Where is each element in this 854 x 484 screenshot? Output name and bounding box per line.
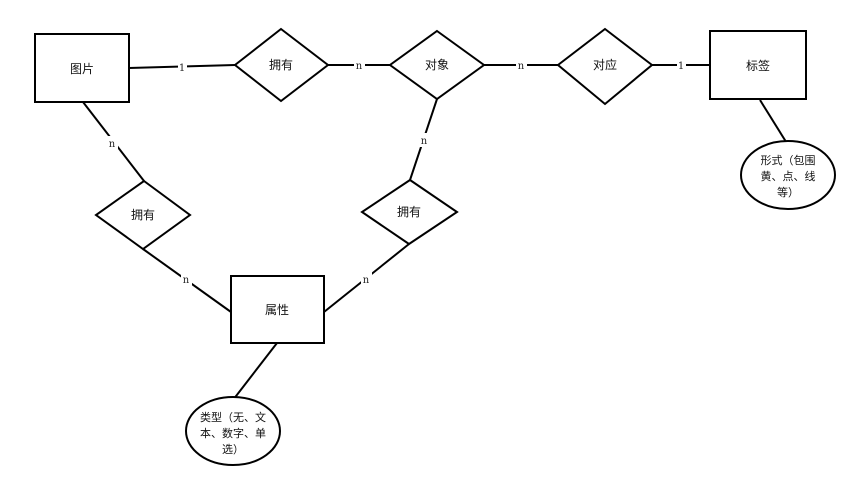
cardinality-corresponds-tag: 1	[678, 61, 684, 72]
cardinality-picture-owns-attr: n	[109, 139, 116, 150]
attribute-type-line3: 选）	[222, 443, 244, 456]
cardinality-bg	[516, 58, 527, 72]
relationship-picture-object-label: 拥有	[269, 58, 293, 72]
attribute-type-line1: 类型（无、文	[200, 410, 266, 424]
cardinality-bg	[361, 272, 372, 286]
cardinality-bg	[419, 133, 430, 147]
relationship-picture-attribute-label: 拥有	[131, 208, 155, 222]
edge-tag-form	[759, 99, 789, 146]
edge-attribute-type	[232, 342, 278, 401]
relationship-picture-attribute	[94, 179, 192, 251]
relationship-object-tag	[556, 27, 654, 106]
relationship-object-tag-label: 对应	[593, 57, 617, 72]
cardinality-owns-attr-attribute2: n	[363, 275, 370, 286]
cardinality-owns-object: n	[356, 61, 363, 72]
relationship-object-attribute-label: 拥有	[397, 205, 421, 219]
attribute-type	[185, 396, 281, 466]
entity-object-label: 对象	[425, 58, 449, 72]
cardinality-bg	[178, 60, 187, 74]
entity-picture-label: 图片	[70, 62, 94, 76]
attribute-type-line2: 本、数字、单	[200, 426, 266, 440]
cardinality-bg	[107, 136, 118, 150]
attribute-tag-form-line1: 形式（包围	[761, 154, 816, 167]
attribute-tag-form-line2: 黄、点、线	[761, 169, 816, 183]
attribute-tag-form-line3: 等）	[777, 185, 799, 199]
cardinality-bg	[354, 58, 365, 72]
cardinality-picture-owns: 1	[179, 63, 185, 74]
cardinality-object-owns-attr: n	[421, 136, 428, 147]
cardinality-bg	[677, 58, 686, 72]
entity-tag	[709, 30, 807, 100]
entity-tag-label: 标签	[746, 58, 770, 73]
attribute-tag-form	[740, 140, 836, 210]
entity-attribute	[230, 275, 325, 344]
entity-object	[388, 29, 486, 101]
cardinality-owns-attr-attribute: n	[183, 275, 190, 286]
relationship-picture-object	[233, 27, 330, 103]
entity-attribute-label: 属性	[265, 303, 289, 317]
entity-picture	[34, 33, 130, 103]
cardinality-bg	[181, 272, 192, 286]
cardinality-object-corresponds: n	[518, 61, 525, 72]
relationship-object-attribute	[360, 178, 459, 246]
